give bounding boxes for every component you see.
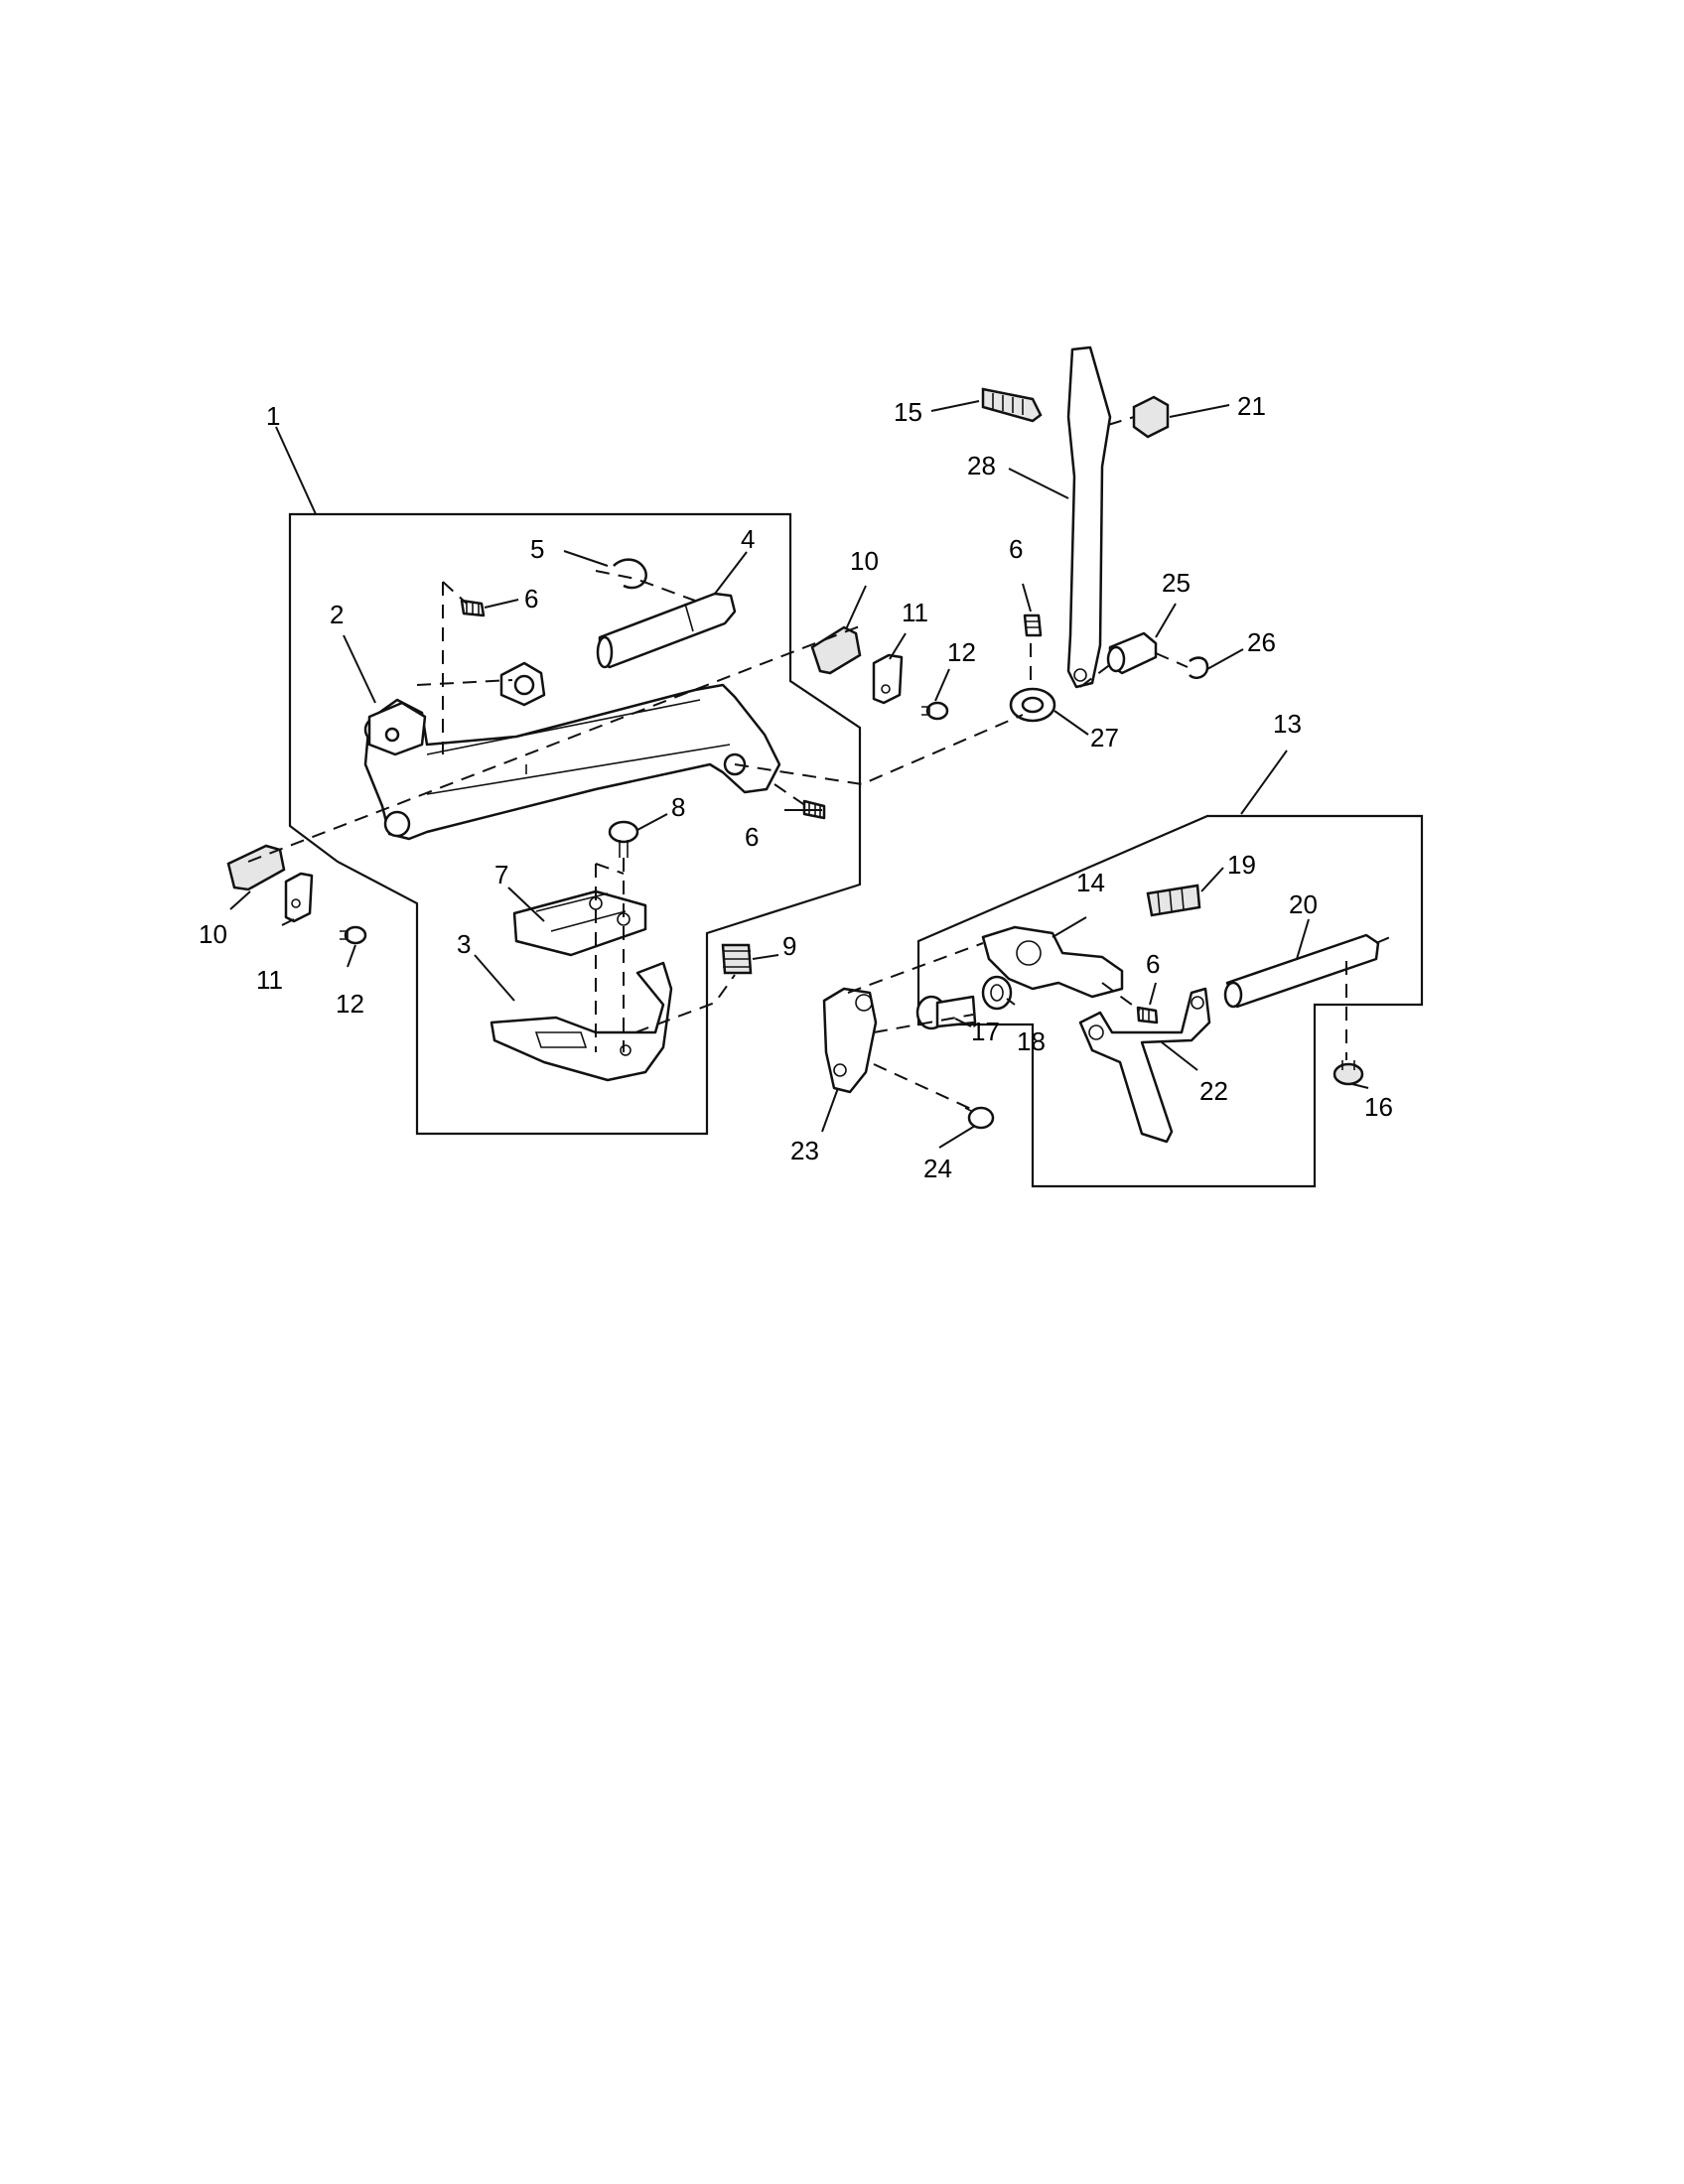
part-11-plate [872, 653, 904, 705]
part-12-screw [921, 701, 949, 721]
callout-11: 11 [256, 965, 283, 995]
callout-8: 8 [671, 792, 685, 822]
part-20-shaft [1223, 933, 1380, 1009]
part-9-spring [721, 943, 753, 975]
part-28-link-arm [1066, 345, 1112, 689]
part-12-screw [340, 925, 367, 945]
part-25-bushing [1106, 631, 1158, 675]
assembly-lines [247, 416, 1391, 1111]
part-2-lever-arm [363, 661, 781, 841]
callout-6: 6 [1146, 949, 1160, 979]
callout-6: 6 [1009, 534, 1023, 564]
callout-5: 5 [530, 534, 544, 564]
callout-12: 12 [947, 637, 976, 667]
callout-20: 20 [1289, 889, 1318, 919]
callout-19: 19 [1227, 850, 1256, 880]
callout-10: 10 [199, 919, 227, 949]
leader-lines [229, 400, 1369, 1149]
callout-23: 23 [790, 1136, 819, 1165]
callout-13: 13 [1273, 709, 1302, 739]
part-19-spring [1146, 884, 1201, 917]
part-3-foot-plate [490, 961, 673, 1082]
callout-2: 2 [330, 600, 344, 629]
part-11-plate [284, 872, 314, 923]
callout-1: 1 [266, 401, 280, 431]
callout-28: 28 [967, 451, 996, 480]
callout-9: 9 [782, 931, 796, 961]
part-22-bracket [1078, 987, 1211, 1144]
callout-18: 18 [1017, 1026, 1046, 1056]
callout-7: 7 [494, 860, 508, 889]
callout-15: 15 [894, 397, 922, 427]
callout-6: 6 [745, 822, 759, 852]
part-16-screw [1333, 1060, 1364, 1086]
part-4-shaft [596, 592, 737, 669]
part-15-spring [981, 387, 1043, 423]
part-18-bushing [981, 975, 1013, 1011]
callout-11: 11 [902, 598, 928, 627]
part-10-cap [226, 844, 286, 891]
callout-21: 21 [1237, 391, 1266, 421]
callout-25: 25 [1162, 568, 1191, 598]
callout-14: 14 [1076, 868, 1105, 897]
part-7-bracket [512, 889, 647, 957]
callout-10: 10 [850, 546, 879, 576]
callout-16: 16 [1364, 1092, 1393, 1122]
part-8-screw [608, 820, 639, 858]
part-27-collar [1009, 687, 1056, 723]
part-6-set-screw [1023, 614, 1043, 637]
callout-3: 3 [457, 929, 471, 959]
callout-22: 22 [1199, 1076, 1228, 1106]
callout-17: 17 [971, 1017, 1000, 1046]
part-14-cam [981, 925, 1124, 999]
callout-12: 12 [336, 989, 364, 1019]
callout-24: 24 [923, 1154, 952, 1183]
part-23-lever [822, 987, 878, 1094]
part-21-nut [1132, 395, 1170, 439]
part-5-retaining-ring [613, 558, 647, 590]
part-6-set-screw [460, 599, 486, 617]
part-26-retaining-ring [1189, 656, 1209, 679]
callout-4: 4 [741, 524, 755, 554]
part-10-cap [810, 625, 862, 675]
part-6-set-screw [1136, 1006, 1159, 1024]
callout-labels: 1 2 3 4 5 6 6 6 6 7 8 9 10 10 11 11 12 1… [199, 391, 1393, 1183]
assembly-13-frame [916, 814, 1424, 1188]
callout-26: 26 [1247, 627, 1276, 657]
part-24-screw [964, 1106, 995, 1130]
callout-6: 6 [524, 584, 538, 614]
callout-27: 27 [1090, 723, 1119, 752]
